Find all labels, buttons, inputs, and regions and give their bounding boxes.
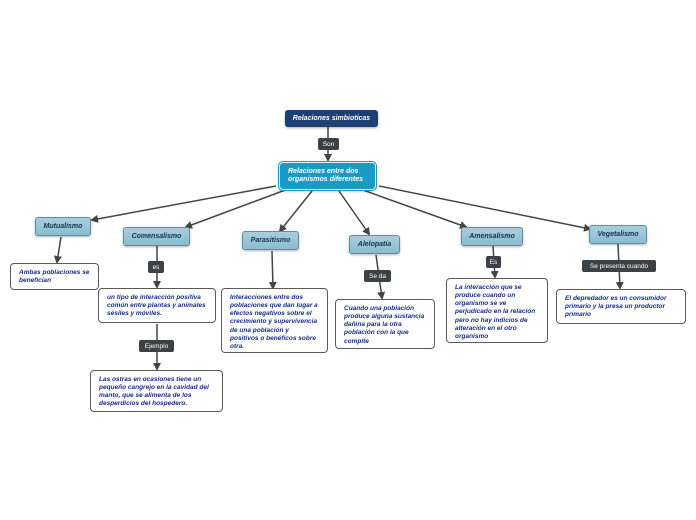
- root-node[interactable]: Relaciones simbioticas: [285, 110, 378, 127]
- edge-main-parasitismo: [278, 190, 313, 233]
- category-vegetalismo[interactable]: Vegetalismo: [589, 225, 647, 244]
- link-label-ejemplo: Ejemplo: [139, 340, 174, 352]
- category-mutualismo[interactable]: Mutualismo: [35, 217, 91, 236]
- edge-main-comensalismo: [184, 188, 289, 229]
- category-alelopatia[interactable]: Alelopatía: [349, 235, 400, 254]
- edge-mutualismo-desc: [53, 236, 62, 264]
- edge-parasitismo-desc: [268, 250, 277, 290]
- edge-main-mutualismo: [90, 185, 277, 223]
- edge-main-vegetalismo: [378, 185, 592, 232]
- link-label-es-amensalismo: Es: [486, 256, 501, 268]
- link-label-es-comensalismo: es: [148, 261, 164, 273]
- desc-comensalismo[interactable]: un tipo de interacción positiva común en…: [98, 288, 216, 323]
- main-node[interactable]: Relaciones entre dos organismos diferent…: [279, 162, 376, 190]
- desc-parasitismo[interactable]: Interacciones entre dos poblaciones que …: [221, 288, 328, 353]
- category-comensalismo[interactable]: Comensalismo: [123, 227, 190, 246]
- link-label-son: Son: [318, 138, 339, 150]
- edge-main-amensalismo: [359, 188, 468, 229]
- category-parasitismo[interactable]: Parasitismo: [242, 231, 299, 250]
- edge-main-alelopatia: [338, 190, 371, 236]
- desc-amensalismo[interactable]: La interacción que se produce cuando un …: [446, 278, 548, 343]
- link-label-se-da: Se da: [364, 270, 391, 282]
- desc-vegetalismo[interactable]: El depredador es un consumidor primario …: [556, 289, 686, 324]
- desc-mutualismo[interactable]: Ambas poblaciones se benefician: [10, 263, 99, 290]
- link-label-se-presenta-cuando: Se presenta cuando: [582, 260, 656, 272]
- example-comensalismo[interactable]: Las ostras en ocasiones tiene un pequeño…: [90, 370, 223, 412]
- desc-alelopatia[interactable]: Cuando una población produce alguna sust…: [335, 299, 435, 349]
- category-amensalismo[interactable]: Amensalismo: [461, 227, 523, 246]
